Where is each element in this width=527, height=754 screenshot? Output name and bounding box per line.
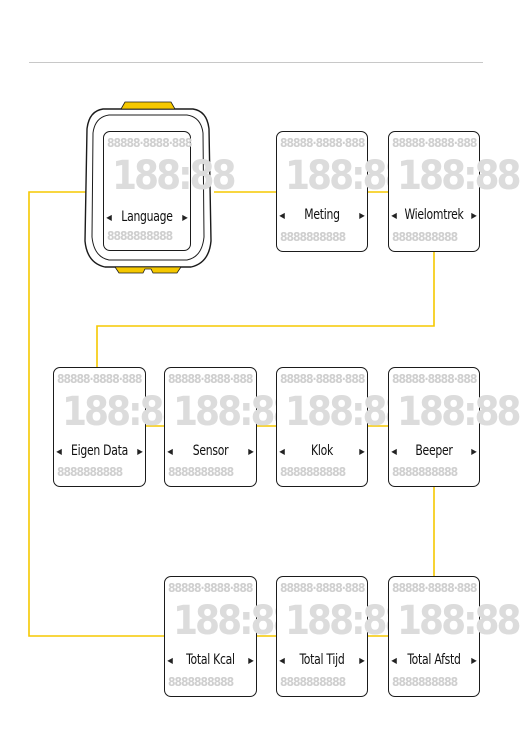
menu-label: Language (121, 209, 173, 225)
menu-label: Klok (311, 443, 333, 459)
menu-label: Wielomtrek (404, 207, 464, 223)
lcd-bottom-segments: 8888888888 (280, 675, 346, 689)
left-arrow-icon: ◀ (391, 210, 397, 220)
lcd-top-segments: 88888∙8888∙888 (168, 581, 253, 595)
lcd-main-digits: 188:88 (173, 598, 298, 644)
left-arrow-icon: ◀ (279, 446, 285, 456)
left-arrow-icon: ◀ (167, 655, 173, 665)
lcd-top-segments: 88888∙8888∙888 (392, 372, 477, 386)
lcd-bottom-segments: 8888888888 (392, 675, 458, 689)
connector-totalkcal-language (28, 191, 164, 637)
lcd-screen-meting: 88888∙8888∙888 188:88 ◀ Meting ▶ 8888888… (276, 131, 410, 252)
lcd-main-digits: 188:88 (173, 389, 298, 435)
lcd-main-digits: 188:88 (397, 598, 522, 644)
right-arrow-icon: ▶ (471, 210, 477, 220)
lcd-main-digits: 188:88 (285, 598, 410, 644)
lcd-screen-klok: 88888∙8888∙888 188:88 ◀ Klok ▶ 888888888… (276, 367, 410, 487)
lcd-main-digits: 188:88 (397, 389, 522, 435)
lcd-screen-total-tijd: 88888∙8888∙888 188:88 ◀ Total Tijd ▶ 888… (276, 576, 410, 697)
lcd-screen-wielomtrek: 88888∙8888∙888 188:88 ◀ Wielomtrek ▶ 888… (388, 131, 522, 252)
lcd-top-segments: 88888∙8888∙888 (280, 581, 365, 595)
lcd-screen-language: 88888∙8888∙888 188:88 ◀ Language ▶ 88888… (103, 131, 237, 251)
lcd-screen-eigen-data: 88888∙8888∙888 188:88 ◀ Eigen Data ▶ 888… (53, 367, 187, 487)
menu-label: Total Tijd (299, 652, 345, 668)
right-arrow-icon: ▶ (182, 212, 188, 222)
lcd-bottom-segments: 8888888888 (168, 675, 234, 689)
lcd-main-digits: 188:88 (285, 389, 410, 435)
lcd-screen-sensor: 88888∙8888∙888 188:88 ◀ Sensor ▶ 8888888… (164, 367, 298, 487)
left-arrow-icon: ◀ (106, 212, 112, 222)
lcd-bottom-segments: 8888888888 (168, 465, 234, 479)
left-arrow-icon: ◀ (279, 655, 285, 665)
left-arrow-icon: ◀ (56, 446, 62, 456)
lcd-top-segments: 88888∙8888∙888 (392, 136, 477, 150)
lcd-bottom-segments: 8888888888 (107, 229, 173, 243)
menu-label: Eigen Data (70, 443, 128, 459)
cycle-computer-device: 88888∙8888∙888 188:88 ◀ Language ▶ 88888… (83, 101, 237, 275)
right-arrow-icon: ▶ (248, 446, 254, 456)
right-arrow-icon: ▶ (359, 446, 365, 456)
menu-label: Total Afstd (407, 652, 461, 668)
lcd-top-segments: 88888∙8888∙888 (57, 372, 142, 386)
right-arrow-icon: ▶ (471, 446, 477, 456)
lcd-top-segments: 88888∙8888∙888 (392, 581, 477, 595)
lcd-bottom-segments: 8888888888 (280, 230, 346, 244)
lcd-top-segments: 88888∙8888∙888 (168, 372, 253, 386)
left-arrow-icon: ◀ (391, 655, 397, 665)
right-arrow-icon: ▶ (137, 446, 143, 456)
lcd-bottom-segments: 8888888888 (392, 230, 458, 244)
right-arrow-icon: ▶ (359, 210, 365, 220)
lcd-top-segments: 88888∙8888∙888 (107, 136, 192, 150)
lcd-bottom-segments: 8888888888 (280, 465, 346, 479)
lcd-main-digits: 188:88 (285, 153, 410, 199)
right-arrow-icon: ▶ (471, 655, 477, 665)
lcd-main-digits: 188:88 (62, 389, 187, 435)
lcd-bottom-segments: 8888888888 (57, 465, 123, 479)
menu-label: Total Kcal (186, 652, 235, 668)
menu-label: Beeper (415, 443, 453, 459)
connector-wielomtrek-eigendata (96, 252, 435, 367)
right-arrow-icon: ▶ (248, 655, 254, 665)
lcd-top-segments: 88888∙8888∙888 (280, 136, 365, 150)
right-arrow-icon: ▶ (359, 655, 365, 665)
header-divider (29, 62, 483, 63)
left-arrow-icon: ◀ (167, 446, 173, 456)
lcd-main-digits: 188:88 (397, 153, 522, 199)
lcd-bottom-segments: 8888888888 (392, 465, 458, 479)
menu-label: Sensor (192, 443, 229, 459)
lcd-screen-total-kcal: 88888∙8888∙888 188:88 ◀ Total Kcal ▶ 888… (164, 576, 298, 697)
left-arrow-icon: ◀ (391, 446, 397, 456)
left-arrow-icon: ◀ (279, 210, 285, 220)
menu-label: Meting (304, 207, 340, 223)
lcd-screen-total-afstd: 88888∙8888∙888 188:88 ◀ Total Afstd ▶ 88… (388, 576, 522, 697)
lcd-main-digits: 188:88 (112, 153, 237, 199)
lcd-top-segments: 88888∙8888∙888 (280, 372, 365, 386)
lcd-screen-beeper: 88888∙8888∙888 188:88 ◀ Beeper ▶ 8888888… (388, 367, 522, 487)
